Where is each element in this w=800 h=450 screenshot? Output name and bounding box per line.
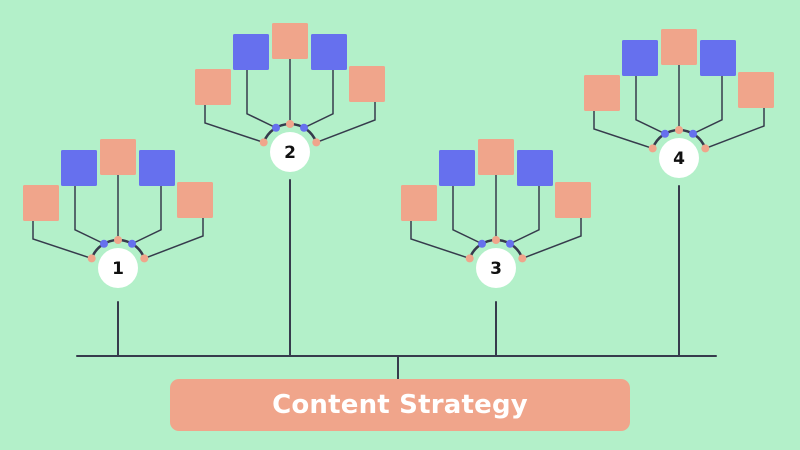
salmon-box bbox=[23, 185, 59, 221]
arc-dot bbox=[140, 254, 149, 263]
arc-dot bbox=[259, 138, 268, 147]
node-2-group: 2 bbox=[195, 23, 385, 357]
branch-line bbox=[509, 185, 540, 245]
branch-line bbox=[704, 107, 765, 150]
title-banner: Content Strategy bbox=[170, 379, 630, 431]
connector-lines bbox=[76, 355, 717, 380]
node-circle bbox=[98, 248, 138, 288]
node-trees: 1 2 3 4 bbox=[23, 23, 774, 357]
branch-line bbox=[593, 110, 654, 150]
branch-line bbox=[452, 185, 483, 245]
branch-line bbox=[410, 220, 471, 260]
blue-box bbox=[311, 34, 347, 70]
blue-box bbox=[139, 150, 175, 186]
node-3-group: 3 bbox=[401, 139, 591, 357]
node-circle bbox=[659, 138, 699, 178]
arc-dot bbox=[286, 120, 294, 128]
branch-line bbox=[635, 75, 666, 135]
arc-dot bbox=[478, 239, 486, 248]
salmon-box bbox=[349, 66, 385, 102]
salmon-box bbox=[272, 23, 308, 59]
branch-line bbox=[692, 75, 723, 135]
arc-dot bbox=[272, 123, 280, 132]
branch-line bbox=[32, 220, 93, 260]
blue-box bbox=[439, 150, 475, 186]
salmon-box bbox=[100, 139, 136, 175]
arc-dot bbox=[518, 254, 527, 263]
arc-dot bbox=[312, 138, 321, 147]
branch-line bbox=[74, 185, 105, 245]
blue-box bbox=[61, 150, 97, 186]
title-text: Content Strategy bbox=[272, 390, 528, 420]
arc-dot bbox=[689, 129, 697, 138]
salmon-box bbox=[661, 29, 697, 65]
branch-line bbox=[246, 69, 277, 129]
salmon-box bbox=[738, 72, 774, 108]
blue-box bbox=[622, 40, 658, 76]
branch-line bbox=[204, 104, 265, 144]
arc-dot bbox=[648, 144, 657, 153]
arc-dot bbox=[675, 126, 683, 134]
arc-dot bbox=[661, 129, 669, 138]
node-1-group: 1 bbox=[23, 139, 213, 357]
arc-dot bbox=[128, 239, 136, 248]
node-number: 1 bbox=[112, 259, 124, 279]
branch-line bbox=[315, 101, 376, 144]
salmon-box bbox=[478, 139, 514, 175]
node-4-group: 4 bbox=[584, 29, 774, 357]
branch-line bbox=[303, 69, 334, 129]
branch-line bbox=[143, 217, 204, 260]
blue-box bbox=[517, 150, 553, 186]
node-number: 4 bbox=[673, 149, 685, 169]
node-number: 3 bbox=[490, 259, 502, 279]
branch-line bbox=[131, 185, 162, 245]
arc-dot bbox=[506, 239, 514, 248]
salmon-box bbox=[401, 185, 437, 221]
arc-dot bbox=[300, 123, 308, 132]
salmon-box bbox=[177, 182, 213, 218]
arc-dot bbox=[465, 254, 474, 263]
blue-box bbox=[233, 34, 269, 70]
arc-dot bbox=[87, 254, 96, 263]
salmon-box bbox=[195, 69, 231, 105]
blue-box bbox=[700, 40, 736, 76]
salmon-box bbox=[555, 182, 591, 218]
node-circle bbox=[270, 132, 310, 172]
arc-dot bbox=[100, 239, 108, 248]
arc-dot bbox=[701, 144, 710, 153]
node-number: 2 bbox=[284, 143, 296, 163]
salmon-box bbox=[584, 75, 620, 111]
arc-dot bbox=[492, 236, 500, 244]
node-circle bbox=[476, 248, 516, 288]
arc-dot bbox=[114, 236, 122, 244]
branch-line bbox=[521, 217, 582, 260]
